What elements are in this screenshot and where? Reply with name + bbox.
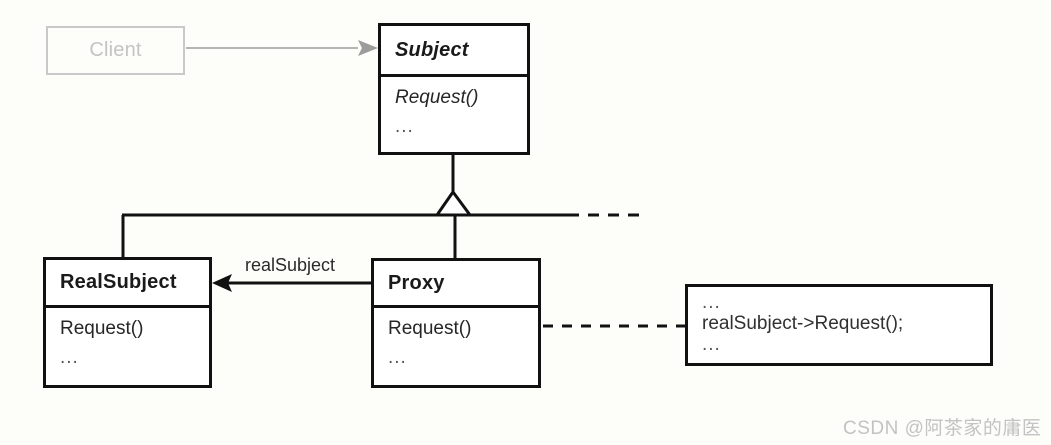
class-box-client[interactable]: Client xyxy=(46,26,185,75)
class-box-proxy[interactable]: Proxy Request() ... xyxy=(371,258,541,388)
note-box[interactable]: ... realSubject->Request(); ... xyxy=(685,284,993,366)
class-name-subject: Subject xyxy=(395,38,469,61)
member-proxy-ellipsis: ... xyxy=(388,346,407,368)
edge-client-to-subject xyxy=(186,40,378,56)
proxy-members-compartment: Request() ... xyxy=(374,308,538,385)
subject-members-compartment: Request() ... xyxy=(381,77,527,152)
note-line-bottom: ... xyxy=(702,334,721,356)
watermark-text: CSDN @阿茶家的庸医 xyxy=(843,418,1042,439)
edge-proxy-to-realsubject xyxy=(212,274,371,292)
subject-title-compartment: Subject xyxy=(381,26,527,77)
proxy-title-compartment: Proxy xyxy=(374,261,538,308)
note-content: ... realSubject->Request(); ... xyxy=(702,293,982,354)
edge-generalization xyxy=(121,155,641,259)
edge-label-realsubject: realSubject xyxy=(245,255,336,275)
class-name-client: Client xyxy=(89,39,142,61)
class-name-proxy: Proxy xyxy=(388,271,445,294)
client-title-compartment: Client xyxy=(48,28,183,73)
realsubject-title-compartment: RealSubject xyxy=(46,260,209,308)
member-realsubject-request: Request() xyxy=(60,318,144,339)
class-box-realsubject[interactable]: RealSubject Request() ... xyxy=(43,257,212,388)
member-subject-request: Request() xyxy=(395,87,479,108)
member-realsubject-ellipsis: ... xyxy=(60,346,79,368)
member-subject-ellipsis: ... xyxy=(395,115,414,137)
member-proxy-request: Request() xyxy=(388,318,472,339)
note-line-code: realSubject->Request(); xyxy=(702,313,904,334)
note-line-top: ... xyxy=(702,292,721,313)
class-box-subject[interactable]: Subject Request() ... xyxy=(378,23,530,155)
realsubject-members-compartment: Request() ... xyxy=(46,308,209,385)
class-name-realsubject: RealSubject xyxy=(60,271,177,293)
